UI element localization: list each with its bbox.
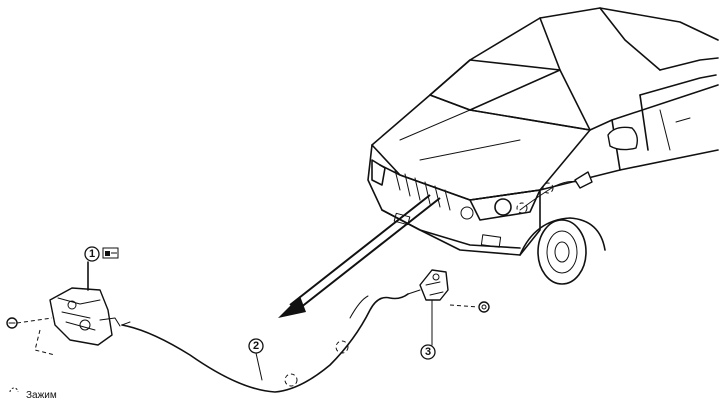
legend: Зажим bbox=[9, 387, 57, 401]
hood-lock-assembly bbox=[6, 261, 121, 356]
callout-2-label: 2 bbox=[253, 340, 259, 352]
callout-1: 1 bbox=[84, 246, 119, 262]
detail-pointer-arrow bbox=[278, 194, 441, 318]
clip-icon bbox=[478, 301, 490, 313]
callout-2: 2 bbox=[248, 338, 264, 381]
legend-clip-label: Зажим bbox=[26, 390, 57, 401]
grease-icon bbox=[102, 247, 119, 259]
vehicle-front-view bbox=[367, 7, 719, 285]
clip-legend-icon bbox=[9, 387, 19, 393]
callout-3-label: 3 bbox=[425, 346, 431, 358]
callout-3: 3 bbox=[420, 344, 436, 360]
hood-release-handle bbox=[407, 269, 490, 346]
callout-1-label: 1 bbox=[89, 248, 95, 260]
hood-release-cable bbox=[121, 293, 409, 393]
bolt-icon bbox=[6, 317, 18, 329]
